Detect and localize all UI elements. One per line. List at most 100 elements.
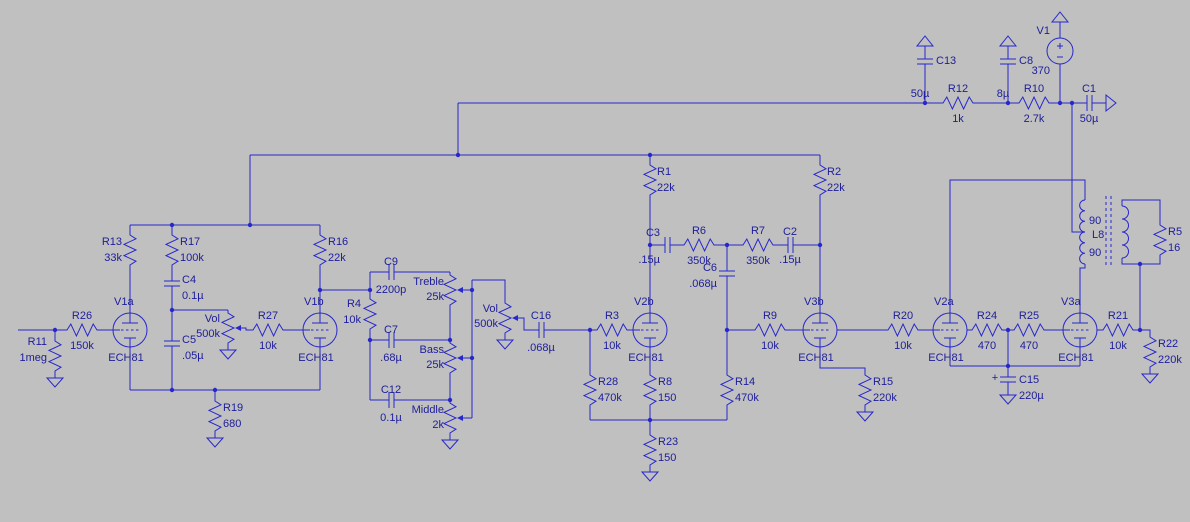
capacitor-C16[interactable]: C16 .068µ	[527, 310, 555, 354]
output-flag-icon[interactable]	[1105, 94, 1117, 112]
resistor-icon	[123, 231, 137, 269]
resistor-R7[interactable]: R7 350k	[740, 225, 776, 267]
ref-label: Vol	[483, 303, 498, 315]
pot-volume-1[interactable]: Vol 500k	[196, 310, 242, 346]
capacitor-C8[interactable]: C8 8µ	[997, 49, 1033, 100]
resistor-R3[interactable]: R3 10k	[594, 310, 630, 352]
value-label: 350k	[746, 255, 770, 267]
value-label: 150	[658, 392, 676, 404]
pot-treble[interactable]: Treble 25k	[413, 272, 464, 308]
ref-label: C8	[1019, 55, 1033, 67]
resistor-icon	[1153, 221, 1167, 259]
value-label: 500k	[196, 328, 220, 340]
value-label: 220k	[873, 392, 897, 404]
ground-icon[interactable]	[441, 439, 459, 450]
turns-label: 90	[1089, 215, 1101, 227]
ref-label: R13	[102, 236, 122, 248]
power-flag-icon[interactable]	[999, 35, 1017, 47]
power-flag-icon[interactable]	[916, 35, 934, 47]
value-label: 22k	[657, 182, 675, 194]
resistor-R22[interactable]: R22 220k	[1143, 333, 1182, 371]
capacitor-C2[interactable]: C2 .15µ	[779, 226, 802, 266]
resistor-icon	[643, 431, 657, 469]
voltage-source-V1[interactable]: V1 370	[1032, 25, 1074, 77]
resistor-R19[interactable]: R19 680	[208, 397, 243, 435]
capacitor-C13[interactable]: C13 50µ	[911, 49, 956, 100]
resistor-R16[interactable]: R16 22k	[313, 231, 348, 269]
resistor-icon	[643, 371, 657, 409]
ground-icon[interactable]	[496, 339, 514, 350]
ref-label: R3	[605, 310, 619, 322]
capacitor-C7[interactable]: C7 .68µ	[380, 324, 403, 364]
value-label: 10k	[761, 340, 779, 352]
ref-label: C15	[1019, 374, 1039, 386]
value-label: 0.1µ	[182, 290, 204, 302]
capacitor-C1[interactable]: C1 50µ	[1078, 83, 1101, 125]
tube-V3a[interactable]: V3a ECH81	[1058, 296, 1098, 364]
resistor-R5[interactable]: R5 16	[1153, 221, 1182, 259]
triode-icon	[632, 312, 668, 348]
resistor-R9[interactable]: R9 10k	[752, 310, 788, 352]
ground-icon[interactable]	[219, 349, 237, 360]
ref-label: R23	[658, 436, 678, 448]
ground-icon[interactable]	[206, 437, 224, 448]
resistor-R24[interactable]: R24 470	[969, 310, 1005, 352]
capacitor-C12[interactable]: C12 0.1µ	[380, 384, 403, 424]
ref-label: R10	[1024, 83, 1044, 95]
resistor-R15[interactable]: R15 220k	[858, 371, 897, 409]
ref-label: R16	[328, 236, 348, 248]
resistor-R23[interactable]: R23 150	[643, 431, 678, 469]
resistor-R14[interactable]: R14 470k	[720, 371, 759, 409]
resistor-R27[interactable]: R27 10k	[250, 310, 286, 352]
value-label: 50µ	[1080, 113, 1099, 125]
value-label: .15µ	[638, 254, 660, 266]
ref-label: C4	[182, 274, 196, 286]
pot-middle[interactable]: Middle 2k	[412, 400, 464, 436]
tube-V3b[interactable]: V3b ECH81	[798, 296, 838, 364]
resistor-R10[interactable]: R10 2.7k	[1016, 83, 1052, 125]
tube-V2a[interactable]: V2a ECH81	[928, 296, 968, 364]
resistor-R26[interactable]: R26 150k	[64, 310, 100, 352]
capacitor-C15[interactable]: + C15 220µ	[992, 367, 1045, 402]
ground-icon[interactable]	[999, 394, 1017, 405]
resistor-R13[interactable]: R13 33k	[102, 231, 137, 269]
resistor-R20[interactable]: R20 10k	[885, 310, 921, 352]
ground-icon[interactable]	[46, 377, 64, 388]
triode-icon	[802, 312, 838, 348]
ref-label: R12	[948, 83, 968, 95]
capacitor-C9[interactable]: C9 2200p	[376, 256, 407, 296]
resistor-R1[interactable]: R1 22k	[643, 161, 675, 199]
ground-icon[interactable]	[856, 411, 874, 422]
tube-V2b[interactable]: V2b ECH81	[628, 296, 668, 364]
resistor-icon	[594, 324, 630, 336]
resistor-R11[interactable]: R11 1meg	[19, 336, 62, 375]
transformer-L8[interactable]: 90 90 L8	[1079, 196, 1129, 268]
resistor-R2[interactable]: R2 22k	[813, 161, 845, 199]
value-label: 2.7k	[1024, 113, 1045, 125]
resistor-R4[interactable]: R4 10k	[343, 295, 377, 333]
capacitor-C6[interactable]: C6 .068µ	[689, 261, 736, 290]
ref-label: C7	[384, 324, 398, 336]
ground-icon[interactable]	[641, 471, 659, 482]
capacitor-C3[interactable]: C3 .15µ	[638, 227, 679, 266]
ref-label: V3b	[804, 296, 824, 308]
capacitor-C4[interactable]: C4 0.1µ	[163, 271, 204, 302]
tube-V1b[interactable]: V1b ECH81	[298, 296, 338, 364]
ref-label: C3	[646, 227, 660, 239]
capacitor-C5[interactable]: C5 .05µ	[163, 331, 204, 362]
pot-volume-2[interactable]: Vol 500k	[474, 300, 519, 336]
ref-label: V1	[1037, 25, 1050, 37]
potentiometer-icon	[222, 310, 242, 346]
resistor-R28[interactable]: R28 470k	[583, 371, 622, 409]
resistor-R12[interactable]: R12 1k	[940, 83, 976, 125]
pot-bass[interactable]: Bass 25k	[420, 340, 464, 376]
resistor-R8[interactable]: R8 150	[643, 371, 676, 409]
resistor-R21[interactable]: R21 10k	[1100, 310, 1136, 352]
ground-icon[interactable]	[1141, 373, 1159, 384]
resistor-R6[interactable]: R6 350k	[681, 225, 717, 267]
power-flag-icon[interactable]	[1051, 11, 1069, 23]
tube-V1a[interactable]: V1a ECH81	[108, 296, 148, 364]
value-label: 470k	[598, 392, 622, 404]
resistor-R25[interactable]: R25 470	[1011, 310, 1047, 352]
resistor-R17[interactable]: R17 100k	[165, 231, 204, 269]
